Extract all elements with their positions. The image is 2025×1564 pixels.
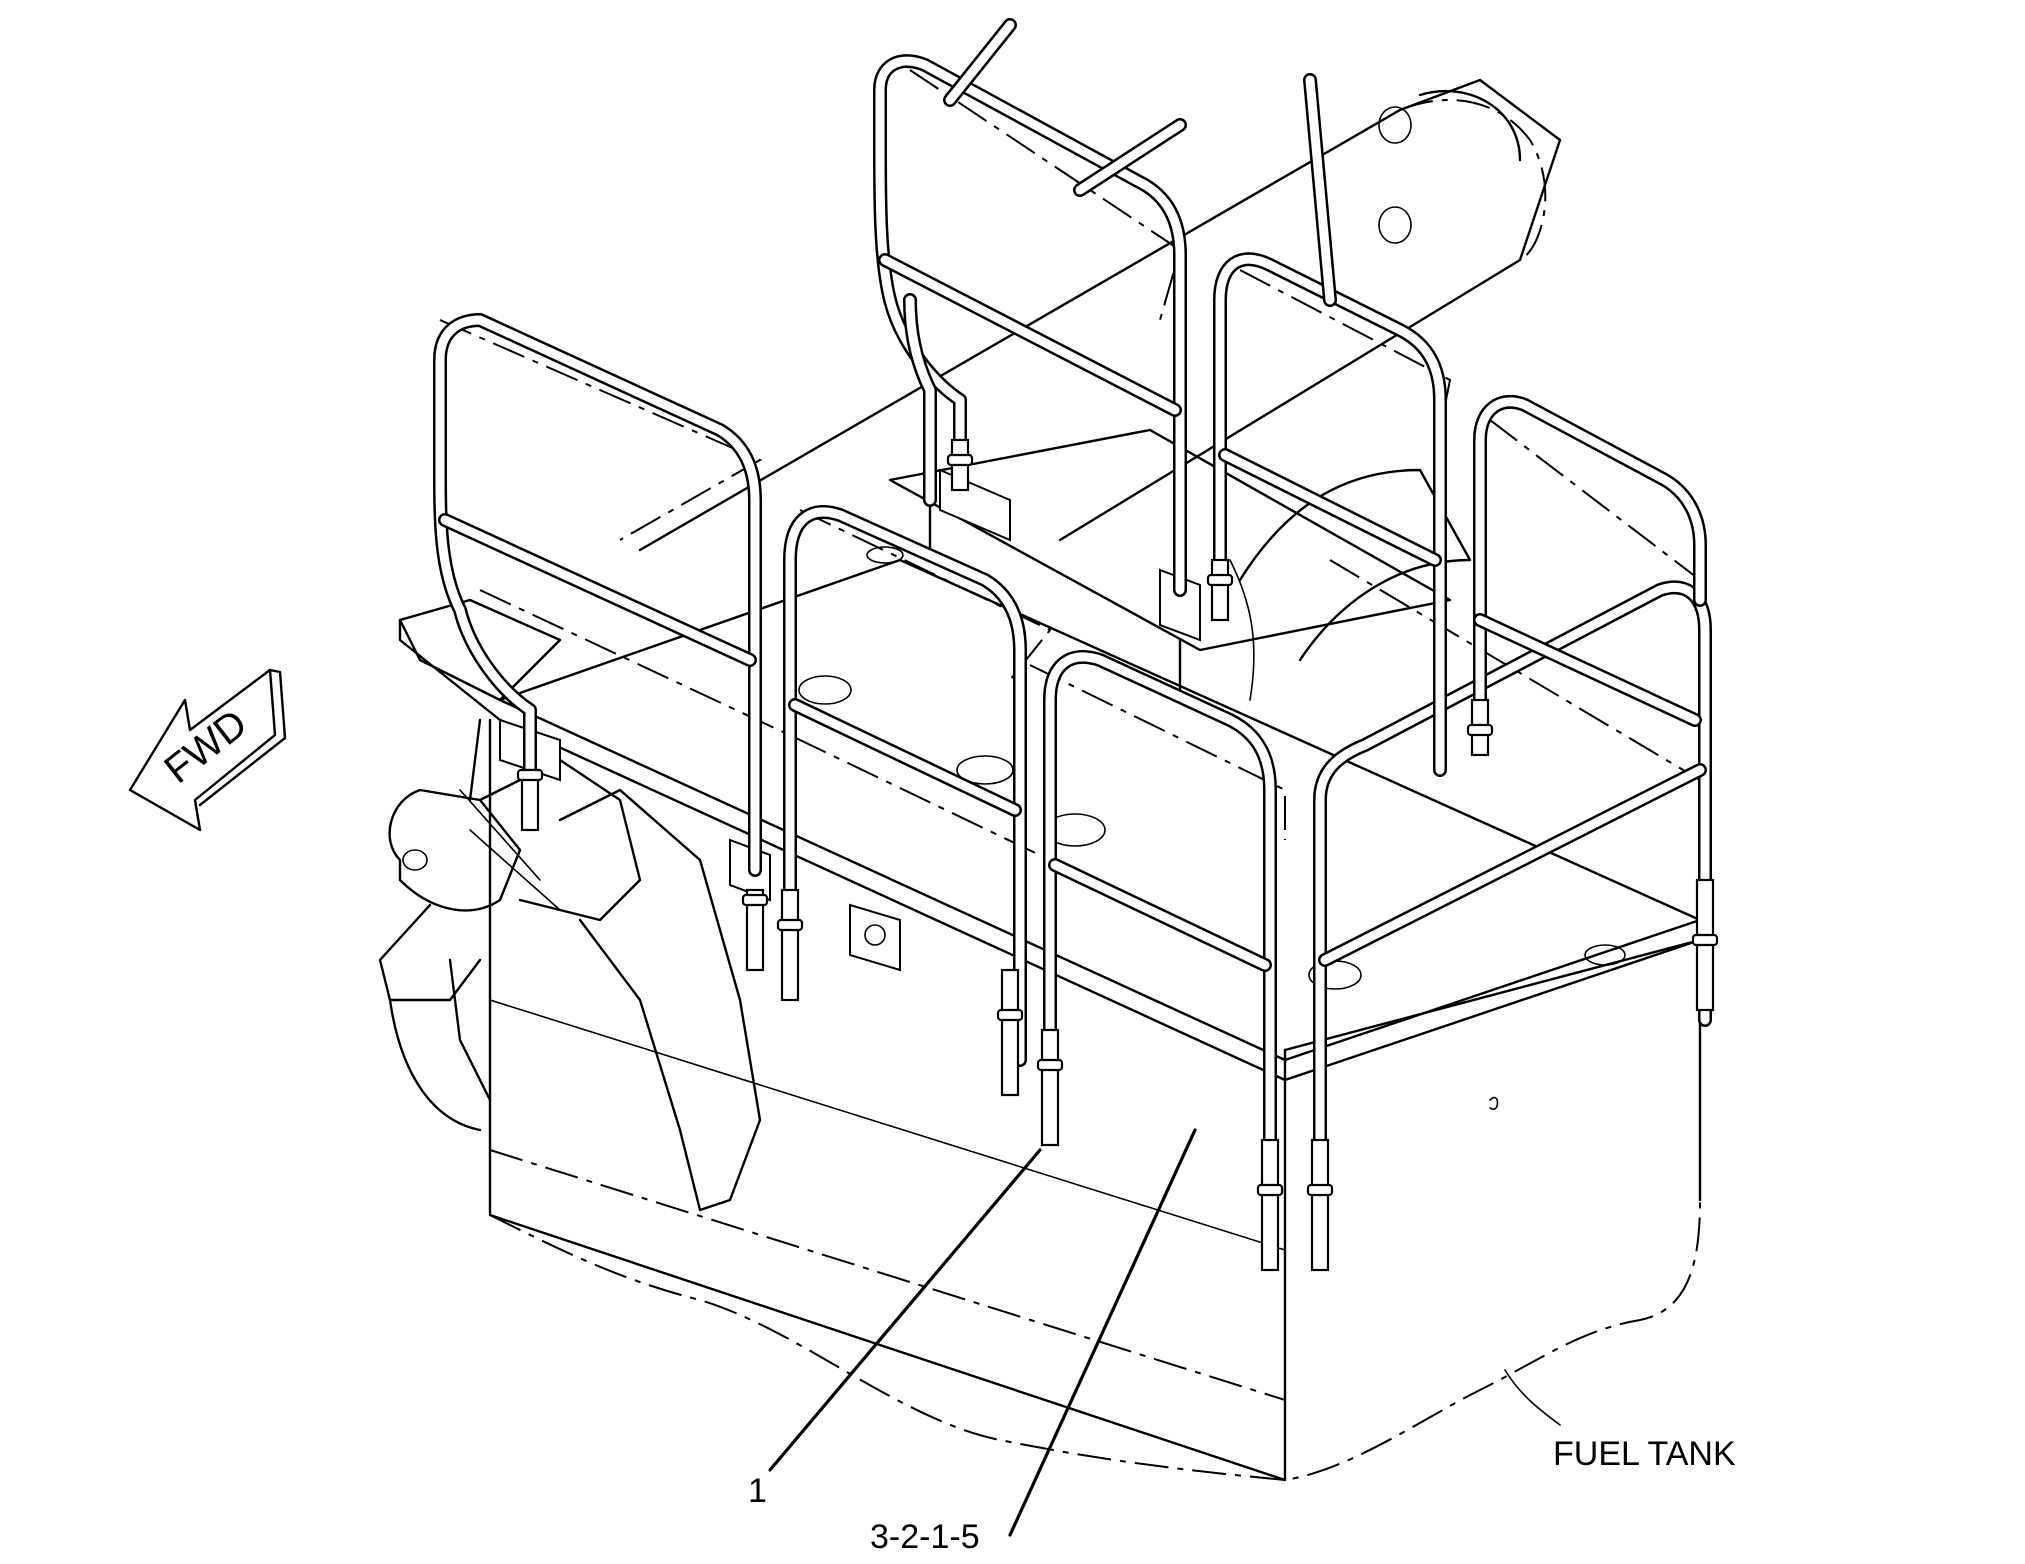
callout-label-2: 3-2-1-5: [870, 1518, 980, 1556]
handrail-rear-tall: [873, 54, 1187, 597]
leader-lines: [768, 1128, 1561, 1537]
handrail-front-right: [1313, 580, 1712, 1202]
handrail-center-left: [783, 505, 1027, 1067]
handrail-rear-center: [1213, 252, 1447, 777]
forward-arrow-icon: FWD: [128, 668, 287, 832]
mounting-brackets: [499, 468, 1201, 972]
rail-posts: [516, 438, 1719, 1272]
post-8: [1691, 878, 1719, 1012]
post-7: [1306, 1138, 1334, 1272]
eye-bracket: [849, 903, 901, 972]
post-2: [741, 888, 769, 972]
post-11: [946, 438, 974, 492]
handrail-left: [433, 313, 762, 877]
post-6: [1256, 1138, 1284, 1272]
forward-label: FWD: [156, 701, 255, 792]
handrail-rear-right: [1473, 394, 1707, 727]
post-4: [996, 968, 1024, 1097]
callout-label-1: 1: [748, 1472, 767, 1510]
post-10: [1206, 558, 1234, 622]
post-5: [1036, 1028, 1064, 1147]
post-3: [776, 888, 804, 1002]
rear-cross-tubes: [943, 18, 1337, 307]
callout-label-fuel-tank: FUEL TANK: [1553, 1435, 1736, 1473]
post-9: [1466, 698, 1494, 757]
post-1: [516, 768, 544, 832]
handrail-front: [1043, 649, 1277, 1197]
